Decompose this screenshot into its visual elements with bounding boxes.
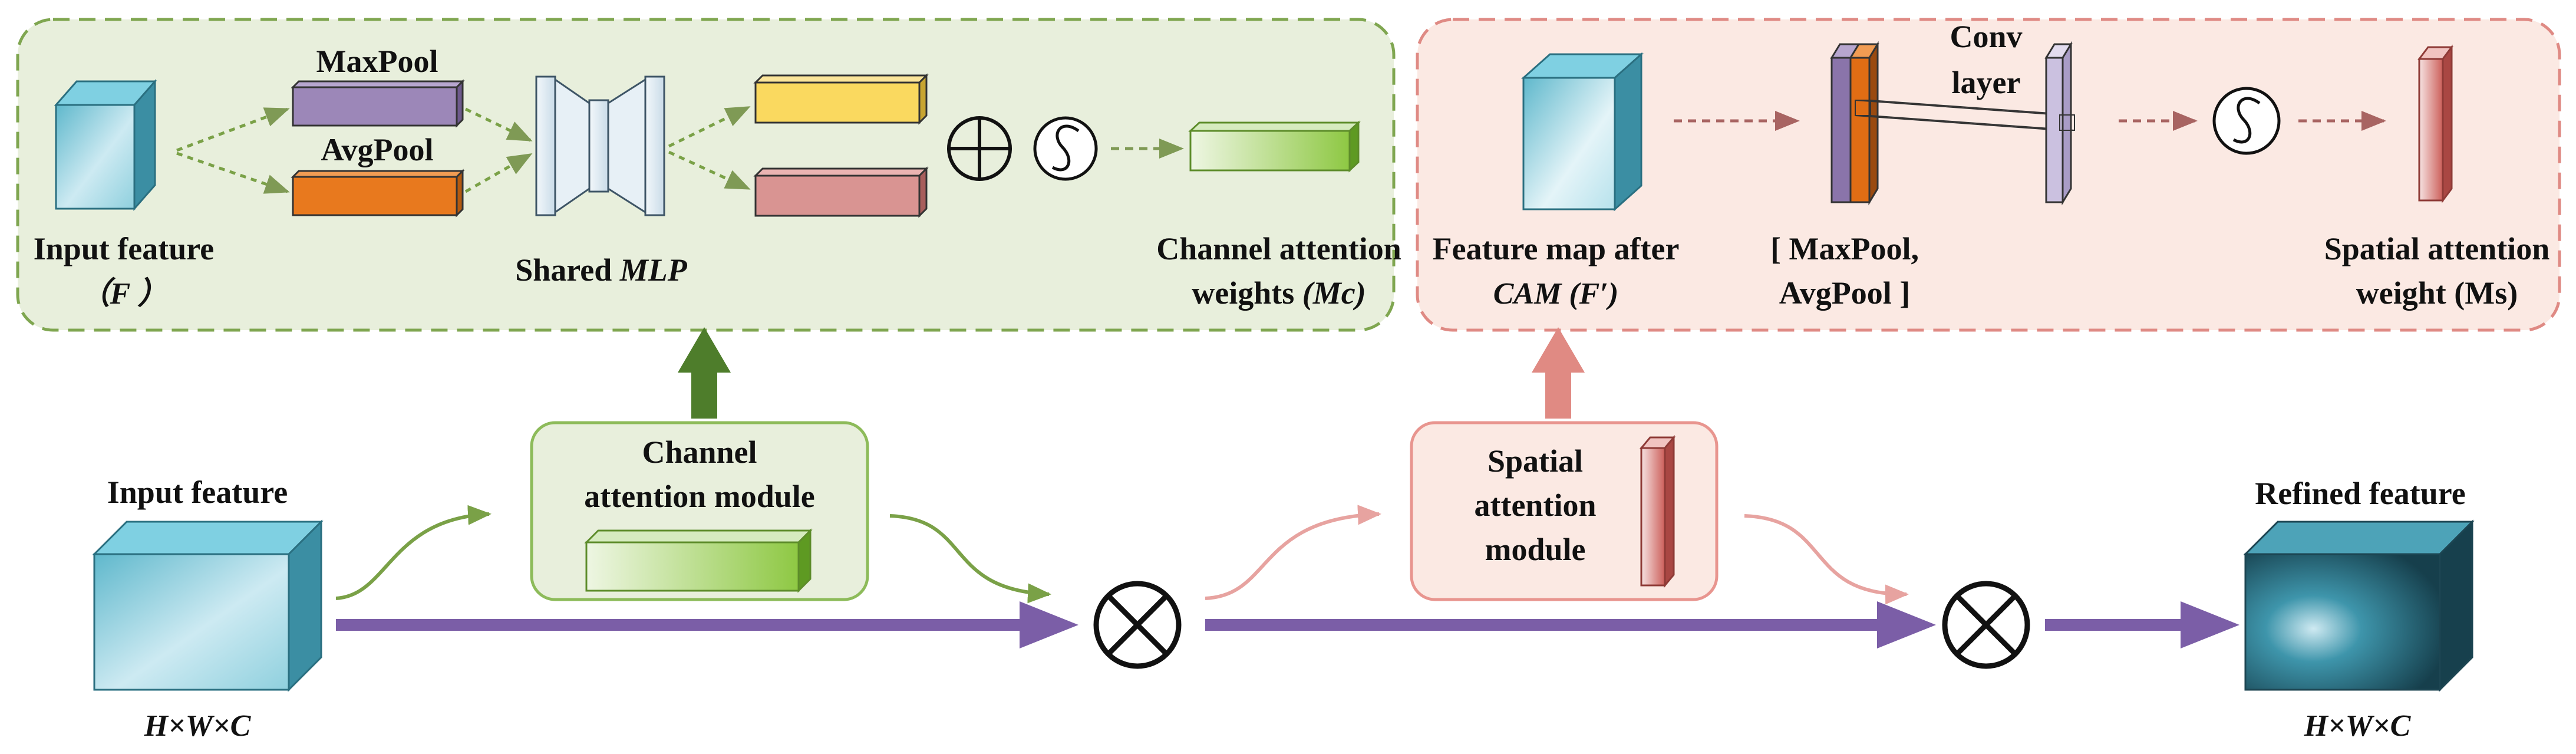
- spatial-attention-weight-bar: [2417, 44, 2453, 203]
- feature-map-label-line2: CAM (F′): [1493, 277, 1619, 311]
- arrow-maxpool-to-mlp: [464, 107, 533, 142]
- avgpool-mlp-output-bar: [753, 166, 929, 218]
- shared-mlp-prefix: Shared: [515, 252, 620, 288]
- conv-layer-label-line1: Conv: [1950, 19, 2022, 54]
- avgpool-bar: [291, 169, 465, 218]
- branch-to-cam: [335, 505, 492, 600]
- refined-feature-label: Refined feature: [2255, 476, 2465, 511]
- avgpool-label: AvgPool: [321, 132, 434, 167]
- arrow-to-maxpool: [176, 107, 290, 152]
- channel-attention-weights-bar: [1188, 120, 1361, 173]
- refined-feature-cube-icon: [2243, 519, 2475, 692]
- arrow-mlp-to-yellow: [668, 106, 751, 148]
- feature-map-cube-icon: [1521, 52, 1644, 212]
- channel-weights-label-line2: weights (Mc): [1192, 275, 1365, 311]
- sam-label-line3: module: [1485, 532, 1585, 567]
- input-feature-symbol: （F ）: [80, 276, 169, 311]
- channel-weights-prefix: weights: [1192, 275, 1302, 311]
- input-feature-cube-icon: [54, 79, 157, 211]
- pool-label-line2: AvgPool ]: [1779, 275, 1910, 311]
- spatial-weight-label-line1: Spatial attention: [2324, 231, 2550, 266]
- arrow-mlp-to-pink: [668, 150, 751, 190]
- spatial-attention-panel: [1416, 18, 2561, 332]
- maxpool-label: MaxPool: [316, 44, 438, 79]
- element-wise-multiply-icon-2: [1942, 581, 2030, 669]
- cam-label-line2: attention module: [584, 479, 815, 514]
- cam-label-line1: Channel: [642, 434, 757, 470]
- input-feature-label: Input feature: [34, 231, 215, 266]
- main-input-cube-icon: [92, 519, 324, 692]
- spatial-sigmoid-icon: [2212, 87, 2281, 155]
- conv-layer-label-line2: layer: [1952, 65, 2021, 100]
- branch-from-cam: [889, 514, 1051, 604]
- pool-label-line1: [ MaxPool,: [1770, 231, 1919, 266]
- channel-weights-symbol: (Mc): [1302, 275, 1366, 311]
- arrow-avgpool-to-mlp: [464, 153, 533, 193]
- channel-weights-label-line1: Channel attention: [1156, 231, 1401, 266]
- conv-projection-lines: [1855, 100, 2075, 131]
- main-arrow-3: [2045, 601, 2239, 648]
- channel-attention-panel: [16, 18, 1396, 332]
- sam-up-arrow: [1532, 327, 1585, 419]
- cam-weights-bar: [584, 528, 813, 593]
- sam-weight-bar: [1639, 434, 1676, 588]
- maxpool-mlp-output-bar: [753, 73, 929, 125]
- main-input-label: Input feature: [107, 475, 288, 510]
- pooled-feature-maps: [1830, 41, 1879, 206]
- branch-from-sam: [1744, 514, 1909, 605]
- sam-label-line1: Spatial: [1487, 443, 1583, 479]
- shared-mlp-label: Shared MLP: [515, 252, 688, 288]
- arrow-to-avgpool: [176, 152, 290, 194]
- main-input-dims: H×W×C: [144, 709, 252, 743]
- sigmoid-icon: [1033, 116, 1098, 181]
- cam-up-arrow: [678, 327, 731, 419]
- element-wise-sum-icon: [947, 116, 1012, 181]
- refined-feature-dims: H×W×C: [2304, 709, 2412, 743]
- feature-map-label-line1: Feature map after: [1433, 231, 1680, 266]
- maxpool-bar: [291, 79, 465, 128]
- shared-mlp-icon: [535, 75, 665, 216]
- element-wise-multiply-icon: [1093, 581, 1182, 669]
- shared-mlp-suffix: MLP: [619, 252, 688, 288]
- branch-to-sam: [1205, 505, 1381, 600]
- sam-label-line2: attention: [1475, 488, 1597, 523]
- spatial-weight-label-line2: weight (Ms): [2356, 275, 2518, 311]
- main-arrow-2: [1205, 601, 1936, 648]
- main-arrow-1: [336, 601, 1078, 648]
- conv-output-map: [2044, 41, 2075, 206]
